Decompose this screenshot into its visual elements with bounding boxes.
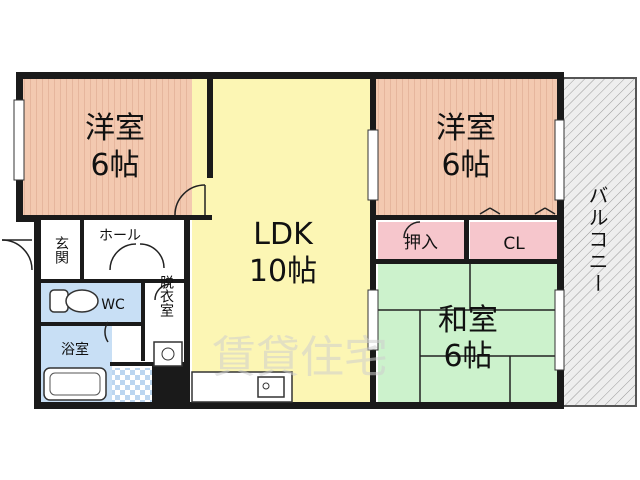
room-label-balcony: バルコニー — [585, 185, 609, 295]
room-label-yoshitsu-right-size: 6帖 — [441, 148, 490, 183]
room-label-datsuishitsu: 脱衣室 — [158, 275, 174, 317]
room-label-washitsu-name: 和室 — [438, 303, 498, 338]
room-label-yoshitsu-left-name: 洋室 — [85, 111, 145, 146]
fixtures — [43, 289, 293, 403]
room-label-genkan: 玄関 — [53, 235, 69, 265]
room-label-hall: ホール — [99, 228, 141, 244]
room-label-ldk-size: 10帖 — [249, 254, 317, 289]
room-label-yoshitsu-left-size: 6帖 — [90, 148, 139, 183]
room-yoshitsu-left — [22, 78, 210, 218]
room-ldk — [192, 78, 372, 404]
room-label-closet: CL — [503, 234, 525, 254]
bath-floor — [112, 368, 152, 404]
room-label-washitsu-size: 6帖 — [443, 339, 492, 374]
room-label-oshiire: 押入 — [404, 233, 438, 253]
room-label-yoshitsu-right-name: 洋室 — [436, 111, 496, 146]
room-label-wc: WC — [101, 297, 125, 313]
room-genkan — [40, 222, 80, 278]
washbasin — [153, 341, 183, 367]
doors — [1, 184, 556, 343]
watermark: 賃貸住宅 — [212, 332, 388, 383]
room-hall — [82, 222, 188, 278]
room-oshiire — [378, 222, 464, 260]
balcony — [561, 77, 637, 407]
kitchen-sink — [257, 376, 285, 398]
room-label-ldk-name: LDK — [253, 217, 314, 252]
room-washitsu — [378, 262, 560, 402]
windows — [13, 99, 565, 371]
tatami-lines — [378, 262, 560, 402]
room-closet — [470, 222, 560, 260]
room-yoshitsu-right — [376, 78, 560, 216]
room-label-yokushitsu: 浴室 — [61, 341, 89, 358]
